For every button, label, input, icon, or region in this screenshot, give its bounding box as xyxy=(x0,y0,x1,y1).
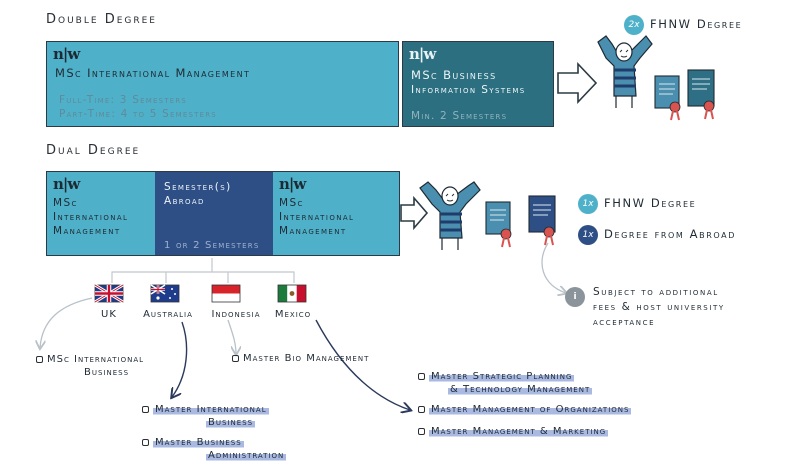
program-item: Master Management & Marketing xyxy=(418,425,609,438)
country-indonesia: Indonesia xyxy=(211,309,261,320)
uk-arrow xyxy=(40,297,93,348)
program-item: Master Management of Organizations xyxy=(418,403,632,416)
program-item: Master Bio Management xyxy=(232,352,369,365)
checkbox-icon xyxy=(418,427,425,435)
fhnw-logo: n|w xyxy=(53,175,80,193)
country-australia: Australia xyxy=(143,309,193,320)
info-line1: Subject to additional xyxy=(593,286,719,298)
program-item: Master Business Administration xyxy=(142,436,287,462)
checkbox-icon xyxy=(142,438,149,446)
count-badge: 2x xyxy=(624,15,644,35)
msc-business-information-systems-box: n|w MSc Business Information Systems Min… xyxy=(402,41,554,127)
box-title-line1: MSc Business xyxy=(411,68,497,82)
graduate-figure-icon-1 xyxy=(597,35,653,108)
mexico-arrow xyxy=(315,319,410,410)
australia-arrow xyxy=(172,321,188,397)
program-name: Master Management & Marketing xyxy=(429,426,609,437)
msc-im-right-cell: n|w MSc International Management xyxy=(273,172,399,255)
cell-line2: International xyxy=(53,211,129,223)
fhnw-logo: n|w xyxy=(53,45,80,63)
mexico-flag-icon xyxy=(277,284,307,303)
program-name: Master International xyxy=(153,404,269,415)
double-degree-heading: Double Degree xyxy=(46,12,157,27)
semester-abroad-cell: Semester(s) Abroad 1 or 2 Semesters xyxy=(155,172,273,255)
program-name-cont: & Technology Management xyxy=(448,384,593,395)
count-badge: 1x xyxy=(578,194,598,214)
program-item: Master Strategic Planning & Technology M… xyxy=(418,370,593,396)
uk-flag-icon xyxy=(94,283,124,304)
country-uk: UK xyxy=(101,309,117,320)
box-title: MSc International Management xyxy=(55,66,251,80)
program-name: Master Strategic Planning xyxy=(429,371,575,382)
program-name-cont: Business xyxy=(206,417,256,428)
program-name: Master Business xyxy=(153,437,244,448)
info-icon: i xyxy=(565,287,585,307)
big-arrow-double xyxy=(557,61,598,105)
program-item: MSc International Business xyxy=(36,353,144,379)
program-name: Master Bio Management xyxy=(243,353,370,364)
parttime-label: Part-Time: 4 to 5 Semesters xyxy=(59,108,217,120)
fulltime-label: Full-Time: 3 Semesters xyxy=(59,94,188,106)
checkbox-icon xyxy=(36,355,43,363)
min-semesters-label: Min. 2 Semesters xyxy=(411,110,508,122)
checkbox-icon xyxy=(418,372,425,380)
degree-from-abroad-label: Degree from Abroad xyxy=(604,227,736,241)
diploma-icon-3 xyxy=(485,201,512,248)
program-name-cont: Administration xyxy=(206,450,287,461)
graduate-figure-icon-2 xyxy=(419,181,481,250)
info-arrow xyxy=(541,242,566,293)
checkbox-icon xyxy=(142,405,149,413)
checkbox-icon xyxy=(418,405,425,413)
info-line2: fees & host university xyxy=(593,301,725,313)
fhnw-logo: n|w xyxy=(279,175,306,193)
msc-international-management-box: n|w MSc International Management Full-Ti… xyxy=(46,41,399,127)
big-arrow-dual xyxy=(400,195,429,231)
program-item: Master International Business xyxy=(142,403,269,429)
fhnw-degree-label: FHNW Degree xyxy=(604,196,697,210)
abroad-line1: Semester(s) xyxy=(164,181,232,193)
fhnw-degree-label: FHNW Degree xyxy=(650,17,743,31)
box-title-line2: Information Systems xyxy=(411,84,526,96)
australia-flag-icon xyxy=(150,284,180,303)
indonesia-arrow xyxy=(227,319,236,354)
checkbox-icon xyxy=(232,354,239,362)
cell-line3: Management xyxy=(279,225,347,237)
diploma-icon-1 xyxy=(654,75,681,121)
program-name: Master Management of Organizations xyxy=(429,404,632,415)
diploma-icon-2 xyxy=(687,69,715,120)
msc-im-left-cell: n|w MSc International Management xyxy=(47,172,155,255)
program-name: MSc International xyxy=(47,354,145,365)
diploma-icon-4 xyxy=(528,195,556,246)
cell-line2: International xyxy=(279,211,355,223)
country-mexico: Mexico xyxy=(274,309,312,320)
cell-line3: Management xyxy=(53,225,121,237)
cell-line1: MSc xyxy=(53,197,78,209)
dual-degree-box: n|w MSc International Management Semeste… xyxy=(46,171,400,256)
cell-line1: MSc xyxy=(279,197,304,209)
count-badge: 1x xyxy=(578,225,598,245)
abroad-semesters-label: 1 or 2 Semesters xyxy=(164,240,260,251)
abroad-line2: Abroad xyxy=(164,195,205,207)
indonesia-flag-icon xyxy=(211,284,241,303)
dual-degree-heading: Dual Degree xyxy=(46,143,141,158)
program-name-cont: Business xyxy=(84,367,130,378)
fhnw-logo: n|w xyxy=(409,45,436,63)
info-line3: acceptance xyxy=(593,316,656,328)
